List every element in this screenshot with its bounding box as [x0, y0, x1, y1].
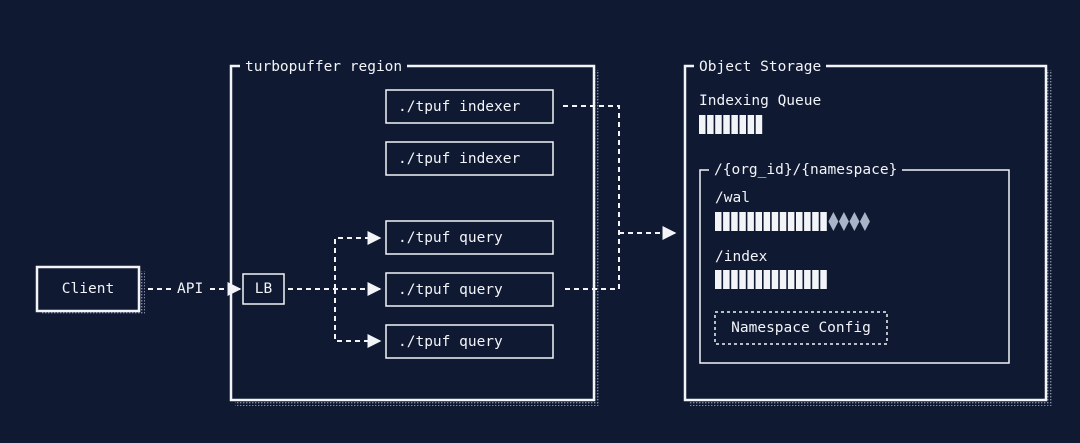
wal-block — [755, 212, 762, 231]
wal-block — [771, 212, 779, 231]
indexer-label-1: ./tpuf indexer — [398, 98, 521, 115]
region-frame — [229, 64, 600, 406]
wal-block — [820, 212, 827, 231]
namespace-config-box — [714, 311, 888, 345]
indexing-queue-block — [715, 115, 722, 134]
index-block — [731, 270, 738, 289]
indexer-box-2 — [385, 141, 554, 176]
namespace-config-label: Namespace Config — [731, 320, 871, 336]
wal-pending-block — [828, 212, 839, 231]
wal-pending-block — [838, 212, 849, 231]
indexing-queue-block — [699, 115, 706, 134]
wal-block — [812, 212, 819, 231]
indexing-queue-bar — [699, 115, 763, 134]
query-box-2 — [385, 272, 554, 307]
lb-label: LB — [254, 281, 273, 297]
indexing-queue-block — [739, 115, 746, 134]
wal-block — [804, 212, 811, 231]
lb-box — [242, 273, 285, 305]
wal-block — [787, 212, 795, 231]
wal-block — [731, 212, 738, 231]
index-block — [771, 270, 779, 289]
indexer-box-1 — [385, 89, 554, 124]
region-title: turbopuffer region — [240, 58, 408, 76]
indexing-queue-block — [707, 115, 714, 134]
index-bar — [715, 270, 827, 289]
query-box-1 — [385, 220, 554, 255]
indexing-queue-block — [755, 115, 763, 134]
client-box — [35, 265, 145, 315]
index-block — [804, 270, 811, 289]
index-label: /index — [715, 249, 768, 265]
index-block — [796, 270, 803, 289]
indexing-queue-label: Indexing Queue — [699, 93, 822, 109]
query-label-3: ./tpuf query — [398, 333, 503, 350]
wal-block — [723, 212, 730, 231]
wal-pending-block — [849, 212, 860, 231]
index-block — [812, 270, 819, 289]
index-block — [755, 270, 762, 289]
client-label: Client — [61, 281, 115, 297]
lb-query3-arrow — [334, 289, 382, 348]
wal-bar — [715, 212, 870, 231]
indexer-label-2: ./tpuf indexer — [398, 150, 521, 167]
api-label: API — [172, 280, 209, 298]
query-label-1: ./tpuf query — [398, 229, 503, 246]
index-block — [747, 270, 754, 289]
indexing-queue-block — [731, 115, 738, 134]
index-block — [739, 270, 746, 289]
indexing-queue-block — [747, 115, 755, 134]
lb-query1-arrow — [334, 231, 382, 289]
query-box-3 — [385, 324, 554, 359]
index-block — [779, 270, 787, 289]
storage-title: Object Storage — [694, 58, 827, 76]
query-label-2: ./tpuf query — [398, 281, 503, 298]
indexing-queue-block — [723, 115, 730, 134]
index-block — [723, 270, 730, 289]
namespace-title: /{org_id}/{namespace} — [709, 161, 903, 179]
index-block — [787, 270, 795, 289]
wal-block — [747, 212, 754, 231]
index-block — [763, 270, 771, 289]
wal-block — [739, 212, 746, 231]
wal-block — [715, 212, 722, 231]
wal-block — [763, 212, 771, 231]
index-block — [715, 270, 722, 289]
index-block — [820, 270, 827, 289]
wal-block — [779, 212, 787, 231]
wal-label: /wal — [715, 190, 750, 206]
indexer-query-bus — [563, 105, 620, 290]
wal-block — [796, 212, 803, 231]
wal-pending-block — [859, 212, 870, 231]
